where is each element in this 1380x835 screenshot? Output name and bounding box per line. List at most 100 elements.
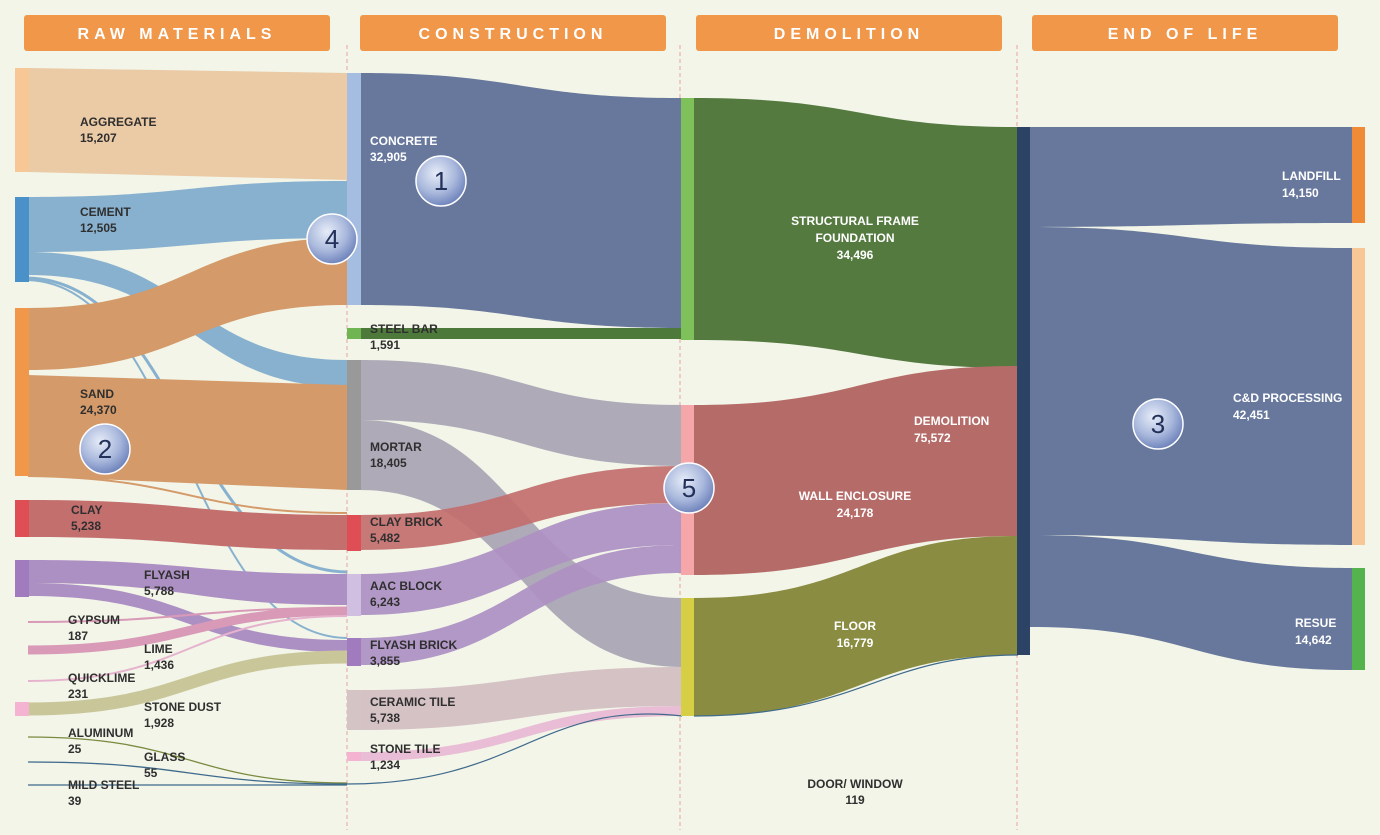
flow-concrete-structural [360,73,682,328]
header-demolition-label: DEMOLITION [774,26,924,43]
badge-5 [663,462,715,514]
label-mild-steel-name: MILD STEEL [68,778,139,792]
label-glass-value: 55 [144,766,158,780]
node-clay-brick [347,515,361,551]
label-cement-name: CEMENT [80,205,131,219]
label-flyash-brick-name: FLYASH BRICK [370,638,457,652]
label-aggregate-value: 15,207 [80,131,117,145]
label-concrete-value: 32,905 [370,150,407,164]
label-wall-name: WALL ENCLOSURE [799,489,911,503]
flow-stonetile-floor [360,706,682,761]
label-steel-bar-value: 1,591 [370,338,400,352]
flow-ceramictile-floor [360,667,682,730]
node-ceramic-tile [347,690,361,730]
label-cement-value: 12,505 [80,221,117,235]
label-clay-value: 5,238 [71,519,101,533]
node-steel-bar [347,328,361,339]
label-aluminum-value: 25 [68,742,82,756]
node-landfill [1352,127,1365,223]
flow-flyash-flyash-brick [28,583,347,652]
label-mild-steel-value: 39 [68,794,82,808]
label-wall-value: 24,178 [837,506,874,520]
label-sand-value: 24,370 [80,403,117,417]
label-quicklime-name: QUICKLIME [68,671,135,685]
label-reuse-value: 14,642 [1295,633,1332,647]
badge-3-label: 3 [1151,409,1165,439]
label-flyash-name: FLYASH [144,568,190,582]
label-mortar-name: MORTAR [370,440,422,454]
label-clay-name: CLAY [71,503,103,517]
badges: 1 2 3 4 5 [79,155,1184,514]
flow-door-demolition [693,654,1019,717]
flow-cd-processing [1030,227,1352,545]
node-flyash-brick [347,638,361,666]
flow-door-link [346,713,683,785]
label-mortar-value: 18,405 [370,456,407,470]
header-end-of-life-label: END OF LIFE [1108,26,1263,43]
header-demolition [696,15,1002,51]
label-flyash-value: 5,788 [144,584,174,598]
flow-structural-demolition [694,98,1018,368]
node-aac-block [347,574,361,616]
label-landfill-value: 14,150 [1282,186,1319,200]
label-door-name: DOOR/ WINDOW [807,777,903,791]
label-lime-name: LIME [144,642,173,656]
flow-floor-demolition [694,536,1018,716]
flow-mortar-wall [360,360,682,466]
node-stone-tile [347,752,361,761]
node-clay [15,500,29,537]
flow-aluminum-door [27,736,348,784]
node-floor [681,598,694,716]
flow-lime-aac [27,606,348,655]
header-construction [360,15,666,51]
badge-2-label: 2 [98,434,112,464]
node-stone-dust [15,702,29,716]
node-concrete [347,73,361,305]
badge-2 [79,423,131,475]
label-structural-name: STRUCTURAL FRAME [791,214,919,228]
flow-cement-concrete [28,181,347,252]
flows-demolition-to-eol [693,98,1019,717]
label-demolition-value: 75,572 [914,431,951,445]
badge-4 [306,213,358,265]
label-gypsum-name: GYPSUM [68,613,120,627]
label-landfill-name: LANDFILL [1282,169,1341,183]
header-construction-label: CONSTRUCTION [419,26,608,43]
label-aluminum-name: ALUMINUM [68,726,133,740]
flow-sand-mortar [28,375,347,490]
flow-flyash-aac [28,560,347,605]
node-demolition [1017,127,1030,655]
labels-demolition: STRUCTURAL FRAME FOUNDATION 34,496 WALL … [791,214,989,807]
label-sand-name: SAND [80,387,114,401]
label-aac-block-name: AAC BLOCK [370,579,442,593]
flow-sand-clay-brick [27,475,348,514]
label-reuse-name: RESUE [1295,616,1336,630]
label-cd-value: 42,451 [1233,408,1270,422]
flow-reuse [1030,535,1352,670]
label-floor-value: 16,779 [837,636,874,650]
node-cement [15,197,29,282]
label-ceramic-tile-value: 5,738 [370,711,400,725]
node-sand [15,308,29,476]
header-raw-materials-label: RAW MATERIALS [78,26,277,43]
node-bars [15,68,1365,761]
flow-glass-door [27,761,348,785]
label-stone-tile-value: 1,234 [370,758,400,772]
label-lime-value: 1,436 [144,658,174,672]
label-aggregate-name: AGGREGATE [80,115,156,129]
node-aggregate [15,68,29,172]
label-structural-value: 34,496 [837,248,874,262]
label-clay-brick-value: 5,482 [370,531,400,545]
badge-1 [415,155,467,207]
flow-claybrick-wall [360,466,682,550]
flow-aac-wall [360,503,682,615]
labels-eol: LANDFILL 14,150 C&D PROCESSING 42,451 RE… [1233,169,1342,647]
flows-eol [1030,127,1352,670]
label-ceramic-tile-name: CERAMIC TILE [370,695,455,709]
label-steel-bar-name: STEEL BAR [370,322,438,336]
flow-clay-clay-brick [28,500,347,550]
label-stone-tile-name: STONE TILE [370,742,440,756]
flows-raw-to-construction [27,68,348,786]
